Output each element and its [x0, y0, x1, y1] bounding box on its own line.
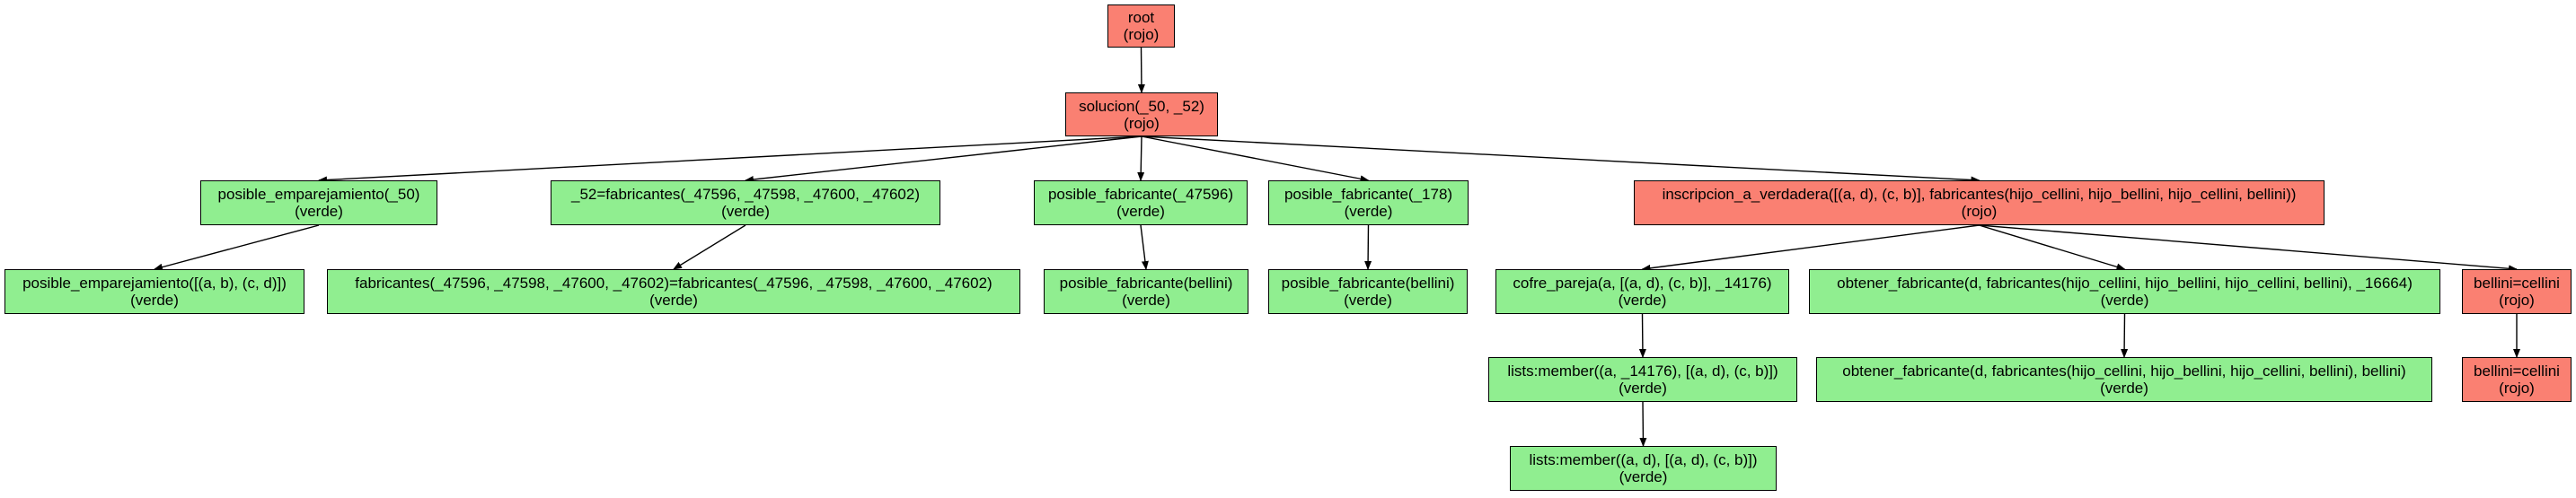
edge-arrow [1364, 224, 1372, 270]
node-label: root [1127, 9, 1155, 26]
node-status: (rojo) [1961, 203, 1998, 220]
edge-arrow [745, 135, 1142, 183]
node-status: (verde) [721, 203, 770, 220]
edge-arrow [1137, 135, 1145, 181]
node-label: posible_emparejamiento([(a, b), (c, d)]) [22, 275, 287, 292]
tree-node: posible_emparejamiento(_50)(verde) [200, 180, 437, 225]
node-status: (verde) [649, 292, 698, 309]
node-status: (verde) [1344, 203, 1393, 220]
edge-arrow [1140, 224, 1149, 270]
tree-node: lists:member((a, _14176), [(a, d), (c, b… [1488, 357, 1797, 402]
edge-arrow [1641, 224, 1980, 272]
node-label: lists:member((a, d), [(a, d), (c, b)]) [1529, 451, 1758, 468]
tree-node: posible_fabricante(_47596)(verde) [1034, 180, 1248, 225]
node-status: (verde) [2100, 292, 2149, 309]
tree-node: bellini=cellini(rojo) [2462, 357, 2572, 402]
edge-arrow [1979, 224, 2518, 273]
node-label: bellini=cellini [2474, 275, 2560, 292]
edge-arrow [1141, 135, 1981, 184]
node-status: (verde) [1618, 292, 1667, 309]
tree-node: posible_fabricante(bellini)(verde) [1044, 269, 1248, 314]
node-status: (verde) [1122, 292, 1170, 309]
node-label: obtener_fabricante(d, fabricantes(hijo_c… [1842, 363, 2406, 380]
tree-node: lists:member((a, d), [(a, d), (c, b)])(v… [1510, 446, 1777, 491]
edge-arrow [154, 224, 320, 271]
node-label: posible_fabricante(_47596) [1047, 186, 1234, 203]
node-label: _52=fabricantes(_47596, _47598, _47600, … [570, 186, 921, 203]
node-label: posible_fabricante(bellini) [1281, 275, 1455, 292]
node-status: (verde) [2100, 380, 2148, 397]
node-label: bellini=cellini [2474, 363, 2560, 380]
edge-arrow [1979, 224, 2126, 271]
edge-arrow [1639, 401, 1647, 447]
node-status: (verde) [1116, 203, 1165, 220]
node-status: (rojo) [2499, 380, 2535, 397]
node-status: (verde) [1619, 380, 1667, 397]
node-status: (rojo) [1124, 114, 1160, 132]
node-label: inscripcion_a_verdadera([(a, d), (c, b)]… [1662, 186, 2297, 203]
tree-node: cofre_pareja(a, [(a, d), (c, b)], _14176… [1495, 269, 1789, 314]
tree-node: inscripcion_a_verdadera([(a, d), (c, b)]… [1634, 180, 2325, 225]
node-status: (rojo) [2499, 292, 2535, 309]
node-status: (verde) [1619, 468, 1668, 485]
edge-arrow [1141, 135, 1370, 183]
tree-node: bellini=cellini(rojo) [2462, 269, 2572, 314]
edge-arrow [673, 224, 746, 270]
node-status: (verde) [130, 292, 179, 309]
node-label: lists:member((a, _14176), [(a, d), (c, b… [1507, 363, 1778, 380]
edge-arrow [1638, 313, 1646, 358]
node-label: fabricantes(_47596, _47598, _47600, _476… [355, 275, 992, 292]
tree-node: solucion(_50, _52)(rojo) [1065, 92, 1218, 136]
tree-node: fabricantes(_47596, _47598, _47600, _476… [327, 269, 1020, 314]
tree-node: obtener_fabricante(d, fabricantes(hijo_c… [1816, 357, 2432, 402]
tree-node: _52=fabricantes(_47596, _47598, _47600, … [551, 180, 940, 225]
tree-node: posible_fabricante(bellini)(verde) [1268, 269, 1468, 314]
node-label: obtener_fabricante(d, fabricantes(hijo_c… [1837, 275, 2413, 292]
node-status: (verde) [1344, 292, 1392, 309]
node-label: posible_fabricante(_178) [1284, 186, 1453, 203]
node-status: (rojo) [1123, 26, 1160, 43]
node-label: posible_fabricante(bellini) [1059, 275, 1233, 292]
node-label: posible_emparejamiento(_50) [217, 186, 420, 203]
tree-node: posible_emparejamiento([(a, b), (c, d)])… [4, 269, 304, 314]
tree-node: root(rojo) [1107, 4, 1175, 48]
node-status: (verde) [295, 203, 343, 220]
edge-arrow [2121, 313, 2129, 358]
edge-arrow [318, 135, 1142, 184]
node-label: cofre_pareja(a, [(a, d), (c, b)], _14176… [1513, 275, 1772, 292]
tree-node: obtener_fabricante(d, fabricantes(hijo_c… [1809, 269, 2440, 314]
tree-node: posible_fabricante(_178)(verde) [1268, 180, 1469, 225]
node-label: solucion(_50, _52) [1079, 97, 1204, 115]
